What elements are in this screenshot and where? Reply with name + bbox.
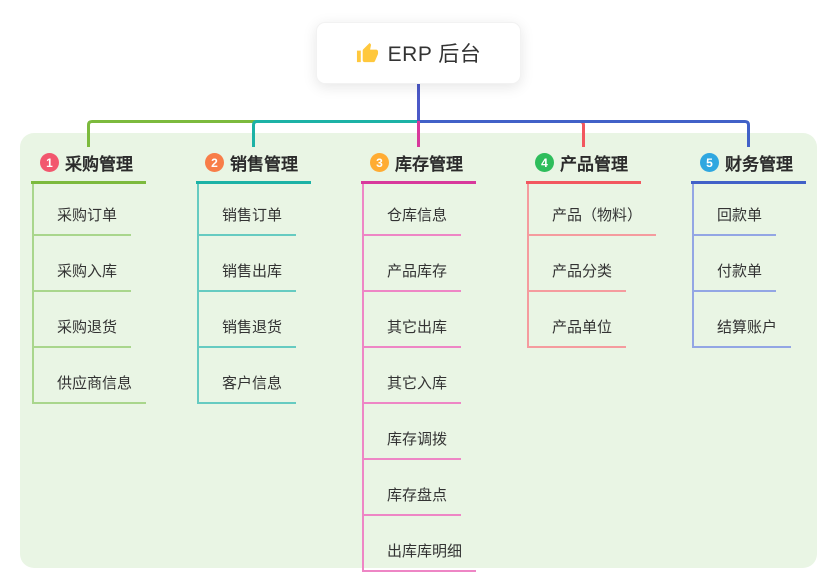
- branch-items-product: 产品（物料） 产品分类 产品单位: [527, 184, 657, 348]
- branch-item[interactable]: 产品库存: [364, 236, 462, 292]
- branch-badge: 3: [370, 153, 389, 172]
- branch-item[interactable]: 客户信息: [199, 348, 297, 404]
- branch-item[interactable]: 产品分类: [529, 236, 627, 292]
- root-node-label: ERP 后台: [387, 43, 482, 66]
- branch-item[interactable]: 采购入库: [34, 236, 132, 292]
- branch-item[interactable]: 产品（物料）: [529, 184, 657, 236]
- branch-header-sales[interactable]: 2 销售管理: [196, 146, 311, 184]
- branch-item[interactable]: 销售出库: [199, 236, 297, 292]
- branch-label: 采购管理: [65, 155, 133, 174]
- branch-badge: 4: [535, 153, 554, 172]
- branch-label: 销售管理: [230, 155, 298, 174]
- branch-node-purchase: 1 采购管理 采购订单 采购入库 采购退货 供应商信息: [31, 146, 147, 404]
- branch-badge: 5: [700, 153, 719, 172]
- branch-header-product[interactable]: 4 产品管理: [526, 146, 641, 184]
- thumbs-up-icon: [356, 42, 378, 62]
- branch-item[interactable]: 结算账户: [694, 292, 792, 348]
- branch-label: 产品管理: [560, 155, 628, 174]
- branch-header-inventory[interactable]: 3 库存管理: [361, 146, 476, 184]
- branch-items-sales: 销售订单 销售出库 销售退货 客户信息: [197, 184, 297, 404]
- branch-items-inventory: 仓库信息 产品库存 其它出库 其它入库 库存调拨 库存盘点 出库库明细: [362, 184, 477, 572]
- branch-item[interactable]: 销售订单: [199, 184, 297, 236]
- branch-item[interactable]: 出库库明细: [364, 516, 477, 572]
- branch-item[interactable]: 销售退货: [199, 292, 297, 348]
- branch-item[interactable]: 仓库信息: [364, 184, 462, 236]
- branch-node-product: 4 产品管理 产品（物料） 产品分类 产品单位: [526, 146, 657, 348]
- branch-label: 财务管理: [725, 155, 793, 174]
- branch-item[interactable]: 库存调拨: [364, 404, 462, 460]
- branch-badge: 2: [205, 153, 224, 172]
- branch-item[interactable]: 采购退货: [34, 292, 132, 348]
- branch-items-purchase: 采购订单 采购入库 采购退货 供应商信息: [32, 184, 147, 404]
- branch-items-finance: 回款单 付款单 结算账户: [692, 184, 792, 348]
- branch-item[interactable]: 产品单位: [529, 292, 627, 348]
- branch-item[interactable]: 采购订单: [34, 184, 132, 236]
- branch-item[interactable]: 供应商信息: [34, 348, 147, 404]
- branch-badge: 1: [40, 153, 59, 172]
- mindmap-panel: [20, 133, 817, 568]
- branch-item[interactable]: 其它入库: [364, 348, 462, 404]
- branch-node-sales: 2 销售管理 销售订单 销售出库 销售退货 客户信息: [196, 146, 311, 404]
- branch-header-finance[interactable]: 5 财务管理: [691, 146, 806, 184]
- branch-node-finance: 5 财务管理 回款单 付款单 结算账户: [691, 146, 806, 348]
- branch-node-inventory: 3 库存管理 仓库信息 产品库存 其它出库 其它入库 库存调拨 库存盘点 出库库…: [361, 146, 477, 572]
- root-node[interactable]: ERP 后台: [316, 22, 521, 84]
- branch-item[interactable]: 付款单: [694, 236, 777, 292]
- branch-label: 库存管理: [395, 155, 463, 174]
- branch-item[interactable]: 回款单: [694, 184, 777, 236]
- branch-header-purchase[interactable]: 1 采购管理: [31, 146, 146, 184]
- branch-item[interactable]: 其它出库: [364, 292, 462, 348]
- branch-item[interactable]: 库存盘点: [364, 460, 462, 516]
